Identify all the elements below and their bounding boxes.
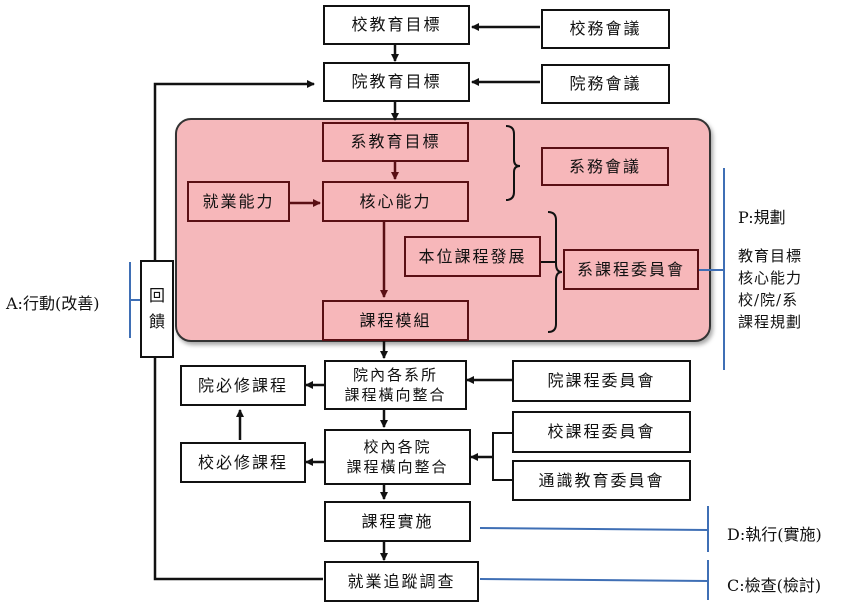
employability-box: 就業能力 <box>187 181 290 222</box>
act-label: A:行動(改善) <box>6 294 100 313</box>
do-line <box>479 506 709 552</box>
college-goal-box: 院教育目標 <box>323 62 470 102</box>
dept-curriculum-committee-box: 系課程委員會 <box>563 249 699 290</box>
school-integration-line1: 校內各院 <box>363 437 432 456</box>
do-label: D:執行(實施) <box>727 525 822 544</box>
school-integration-line2: 課程橫向整合 <box>346 458 449 476</box>
implementation-box: 課程實施 <box>324 501 471 542</box>
school-goal-box: 校教育目標 <box>323 5 470 45</box>
school-integration-box: 校內各院 課程橫向整合 <box>324 429 471 485</box>
school-required-box: 校必修課程 <box>180 442 306 483</box>
college-required-box: 院必修課程 <box>180 365 306 406</box>
plan-items: 教育目標 核心能力 校/院/系 課程規劃 <box>738 245 846 333</box>
feedback-line1: 回 <box>148 286 165 305</box>
standard-course-dev-box: 本位課程發展 <box>404 236 541 277</box>
general-edu-committee-box: 通識教育委員會 <box>512 460 691 501</box>
plan-item-levels: 校/院/系 <box>738 291 799 309</box>
dept-affairs-box: 系務會議 <box>541 147 669 186</box>
plan-item-curriculum: 課程規劃 <box>738 313 803 331</box>
course-module-box: 課程模組 <box>322 300 469 341</box>
school-curriculum-committee-box: 校課程委員會 <box>512 411 691 453</box>
employment-tracking-box: 就業追蹤調查 <box>324 561 479 602</box>
check-line <box>479 560 709 600</box>
plan-title: P:規劃 <box>738 208 786 227</box>
core-competence-box: 核心能力 <box>322 181 469 222</box>
dept-goal-box: 系教育目標 <box>322 122 469 162</box>
plan-item-core: 核心能力 <box>738 269 803 287</box>
college-integration-line1: 院內各系所 <box>352 365 438 384</box>
feedback-box: 回 饋 <box>140 260 174 358</box>
college-curriculum-committee-box: 院課程委員會 <box>512 360 691 402</box>
check-label: C:檢查(檢討) <box>727 576 822 595</box>
college-integration-line2: 課程橫向整合 <box>344 386 447 404</box>
college-integration-box: 院內各系所 課程橫向整合 <box>324 360 467 410</box>
arrow-feedback-to-college <box>153 80 315 260</box>
feedback-line2: 饋 <box>148 312 165 331</box>
school-affairs-box: 校務會議 <box>541 9 670 49</box>
plan-item-goal: 教育目標 <box>738 247 803 265</box>
college-affairs-box: 院務會議 <box>541 64 670 104</box>
